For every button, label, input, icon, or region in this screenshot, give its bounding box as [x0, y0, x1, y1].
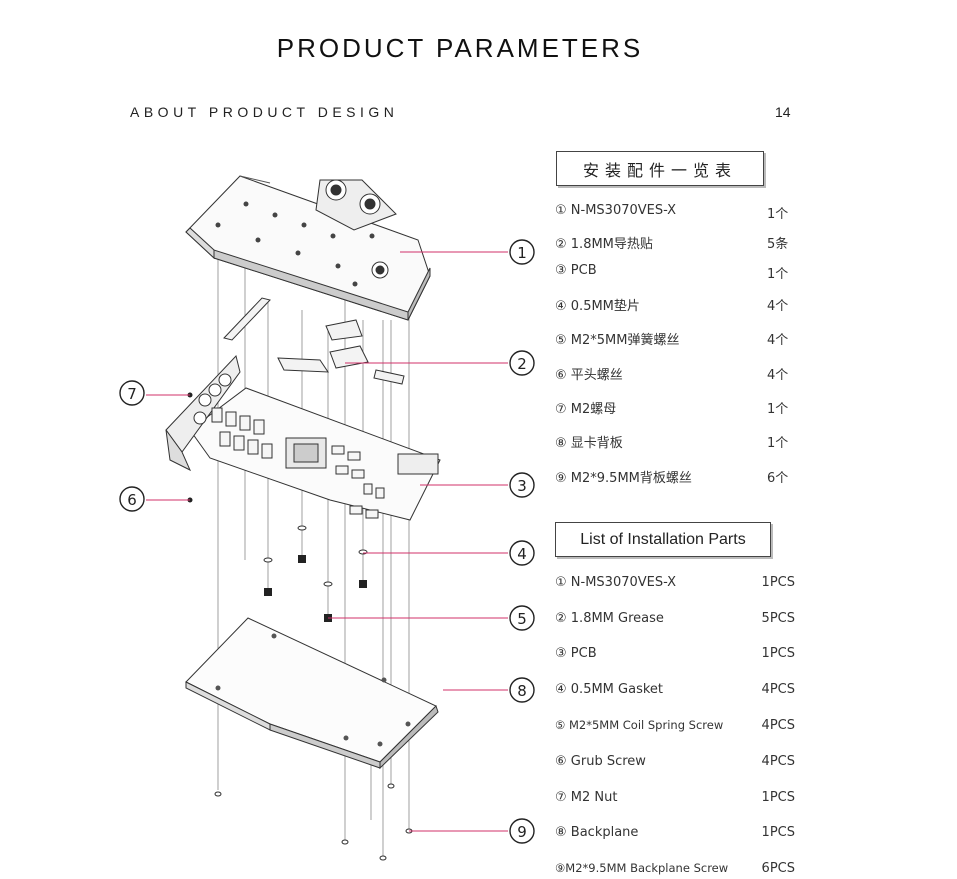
cn-part-row: ④ 0.5MM垫片 4个: [555, 295, 795, 315]
backplate-screws: [214, 783, 413, 861]
cn-part-row: ⑥ 平头螺丝 4个: [555, 364, 795, 384]
en-part-qty: 5PCS: [761, 611, 795, 626]
cn-part-row: ② 1.8MM导热贴 5条: [555, 233, 795, 253]
cn-part-name: ⑧ 显卡背板: [555, 436, 623, 451]
cn-part-row: ⑨ M2*9.5MM背板螺丝 6个: [555, 467, 795, 487]
en-part-name: ④ 0.5MM Gasket: [555, 682, 663, 697]
callout-1: [509, 239, 535, 265]
callout-8: [509, 677, 535, 703]
callout-2: [509, 350, 535, 376]
en-part-name: ⑤ M2*5MM Coil Spring Screw: [555, 718, 724, 732]
page-title: PRODUCT PARAMETERS: [276, 33, 644, 63]
en-part-qty: 1PCS: [761, 825, 795, 840]
gaskets: [263, 525, 368, 587]
cn-parts-heading: 安装配件一览表: [556, 151, 764, 186]
en-part-row: ② 1.8MM Grease 5PCS: [555, 611, 795, 631]
cn-part-name: ④ 0.5MM垫片: [555, 299, 640, 314]
en-part-name: ⑧ Backplane: [555, 825, 639, 840]
pcb-board: [165, 354, 441, 521]
cn-part-qty: 1个: [767, 436, 789, 451]
callout-4: [509, 540, 535, 566]
en-part-row: ⑥ Grub Screw 4PCS: [555, 754, 795, 774]
en-part-name: ⑦ M2 Nut: [555, 790, 618, 805]
cn-part-row: ⑤ M2*5MM弹簧螺丝 4个: [555, 329, 795, 349]
en-part-qty: 6PCS: [761, 861, 795, 876]
cn-part-name: ⑦ M2螺母: [555, 402, 617, 417]
en-part-qty: 1PCS: [761, 790, 795, 805]
en-part-row: ④ 0.5MM Gasket 4PCS: [555, 682, 795, 702]
cn-part-qty: 1个: [767, 267, 789, 282]
cn-part-qty: 1个: [767, 402, 789, 417]
cn-part-qty: 4个: [767, 299, 789, 314]
callout-7-label: 7: [127, 385, 137, 403]
en-part-row: ⑤ M2*5MM Coil Spring Screw 4PCS: [555, 718, 795, 738]
waterblock: [185, 175, 431, 321]
cn-part-row: ⑧ 显卡背板 1个: [555, 432, 795, 452]
cn-part-qty: 5条: [767, 237, 789, 252]
cn-part-row: ⑦ M2螺母 1个: [555, 398, 795, 418]
en-part-row: ⑦ M2 Nut 1PCS: [555, 790, 795, 810]
callout-5: [509, 605, 535, 631]
cn-part-qty: 6个: [767, 471, 789, 486]
en-part-qty: 4PCS: [761, 718, 795, 733]
en-part-qty: 1PCS: [761, 575, 795, 590]
en-parts-heading: List of Installation Parts: [555, 522, 771, 557]
cn-part-name: ⑨ M2*9.5MM背板螺丝: [555, 471, 692, 486]
cn-part-row: ③ PCB 1个: [555, 263, 795, 283]
cn-part-name: ⑥ 平头螺丝: [555, 368, 623, 383]
en-part-row: ③ PCB 1PCS: [555, 646, 795, 666]
callout-4-label: 4: [517, 545, 527, 563]
en-part-row: ① N-MS3070VES-X 1PCS: [555, 575, 795, 595]
callout-3: [509, 472, 535, 498]
callout-8-label: 8: [517, 682, 527, 700]
callout-6-label: 6: [127, 491, 137, 509]
spring-screws: [264, 555, 367, 622]
section-subtitle: ABOUT PRODUCT DESIGN: [130, 104, 399, 120]
en-part-qty: 4PCS: [761, 754, 795, 769]
callout-7: [119, 380, 145, 406]
cn-part-name: ① N-MS3070VES-X: [555, 203, 677, 218]
en-part-qty: 1PCS: [761, 646, 795, 661]
cn-part-name: ⑤ M2*5MM弹簧螺丝: [555, 333, 680, 348]
en-part-name: ① N-MS3070VES-X: [555, 575, 677, 590]
callout-3-label: 3: [517, 477, 527, 495]
en-part-name: ② 1.8MM Grease: [555, 611, 664, 626]
cn-part-qty: 4个: [767, 368, 789, 383]
en-part-name: ⑥ Grub Screw: [555, 754, 646, 769]
thermal-pads: [223, 297, 405, 385]
en-part-name: ⑨M2*9.5MM Backplane Screw: [555, 861, 729, 875]
cn-part-qty: 1个: [767, 207, 789, 222]
callout-2-label: 2: [517, 355, 527, 373]
callout-9-label: 9: [517, 823, 527, 841]
callout-6: [119, 486, 145, 512]
cn-part-name: ② 1.8MM导热贴: [555, 237, 653, 252]
en-part-name: ③ PCB: [555, 646, 597, 661]
en-part-row: ⑧ Backplane 1PCS: [555, 825, 795, 845]
callout-9: [509, 818, 535, 844]
callout-5-label: 5: [517, 610, 527, 628]
cn-part-qty: 4个: [767, 333, 789, 348]
en-part-row: ⑨M2*9.5MM Backplane Screw 6PCS: [555, 861, 795, 879]
callout-1-label: 1: [517, 244, 527, 262]
page-number: 14: [775, 104, 791, 120]
cn-part-name: ③ PCB: [555, 263, 597, 278]
cn-part-row: ① N-MS3070VES-X 1个: [555, 203, 795, 223]
backplate: [185, 617, 439, 770]
en-part-qty: 4PCS: [761, 682, 795, 697]
